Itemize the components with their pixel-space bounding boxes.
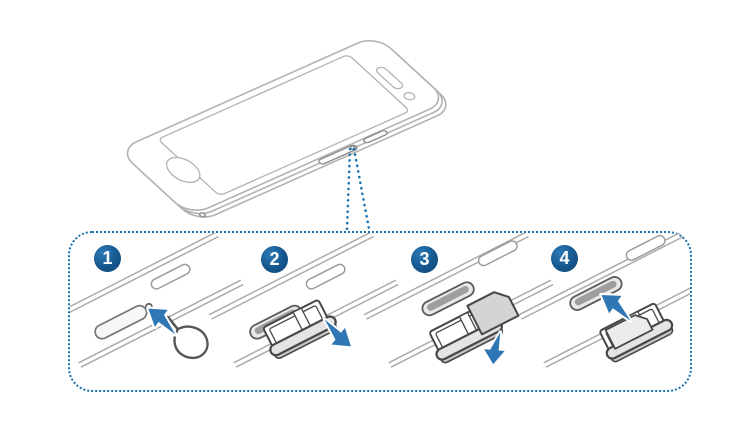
home-button-icon <box>160 154 207 187</box>
step-4-illustration <box>518 233 690 368</box>
earpiece-speaker-icon <box>374 66 404 90</box>
step-3-badge: 3 <box>411 246 438 273</box>
steps-illustration <box>70 233 690 368</box>
step-3-illustration <box>363 233 554 368</box>
sim-tray-icon <box>258 295 341 362</box>
step-1-badge: 1 <box>94 245 121 272</box>
sim-tray-slot-icon <box>317 144 358 164</box>
ejection-pin-loop-icon <box>173 325 209 360</box>
sim-tray-icon <box>94 304 148 340</box>
sim-card-icon <box>466 291 520 336</box>
step-2-illustration <box>208 233 399 368</box>
steps-callout-box: 1 2 3 4 <box>68 231 692 392</box>
side-port-icon <box>199 212 206 217</box>
side-button-icon <box>362 130 388 143</box>
front-camera-icon <box>402 91 417 101</box>
phone-body <box>118 35 455 223</box>
step-4-badge: 4 <box>551 245 578 272</box>
step-2-badge: 2 <box>261 246 288 273</box>
callout-connector-lines <box>345 147 371 231</box>
step-1-illustration <box>70 233 244 368</box>
